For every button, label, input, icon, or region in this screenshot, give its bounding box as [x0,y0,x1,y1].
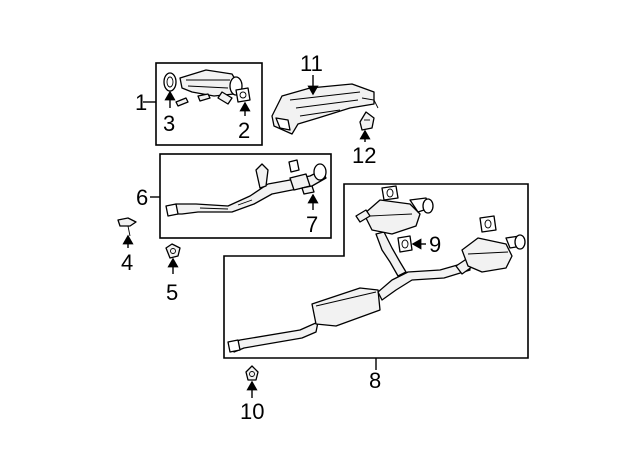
callout-9: 9 [429,232,441,257]
catalytic-converter [179,69,243,105]
callout-12: 12 [352,143,376,168]
box-muffler-assembly [223,183,529,359]
hanger-small [288,159,300,173]
muffler-assembly [227,185,526,353]
callout-1: 1 [135,90,147,115]
gasket-2 [235,87,251,103]
bolts-small [175,93,211,107]
box-catalytic-converter [155,62,263,146]
callout-4: 4 [121,250,133,275]
callout-5: 5 [166,280,178,305]
callout-6: 6 [136,185,148,210]
nut-5 [165,243,181,259]
callout-2: 2 [238,118,250,143]
callout-7: 7 [306,212,318,237]
gasket-3 [163,72,177,92]
callout-11: 11 [300,51,323,76]
nut-10 [245,365,259,381]
insulator-9 [397,235,413,253]
bolt-7 [301,185,315,195]
bolt-4 [117,217,137,237]
nut-12 [359,111,375,131]
box-front-pipe [159,153,332,239]
callout-10: 10 [240,399,264,424]
callout-3: 3 [163,111,175,136]
callout-8: 8 [369,368,381,393]
heat-shield [271,83,379,135]
front-pipe [165,163,327,217]
